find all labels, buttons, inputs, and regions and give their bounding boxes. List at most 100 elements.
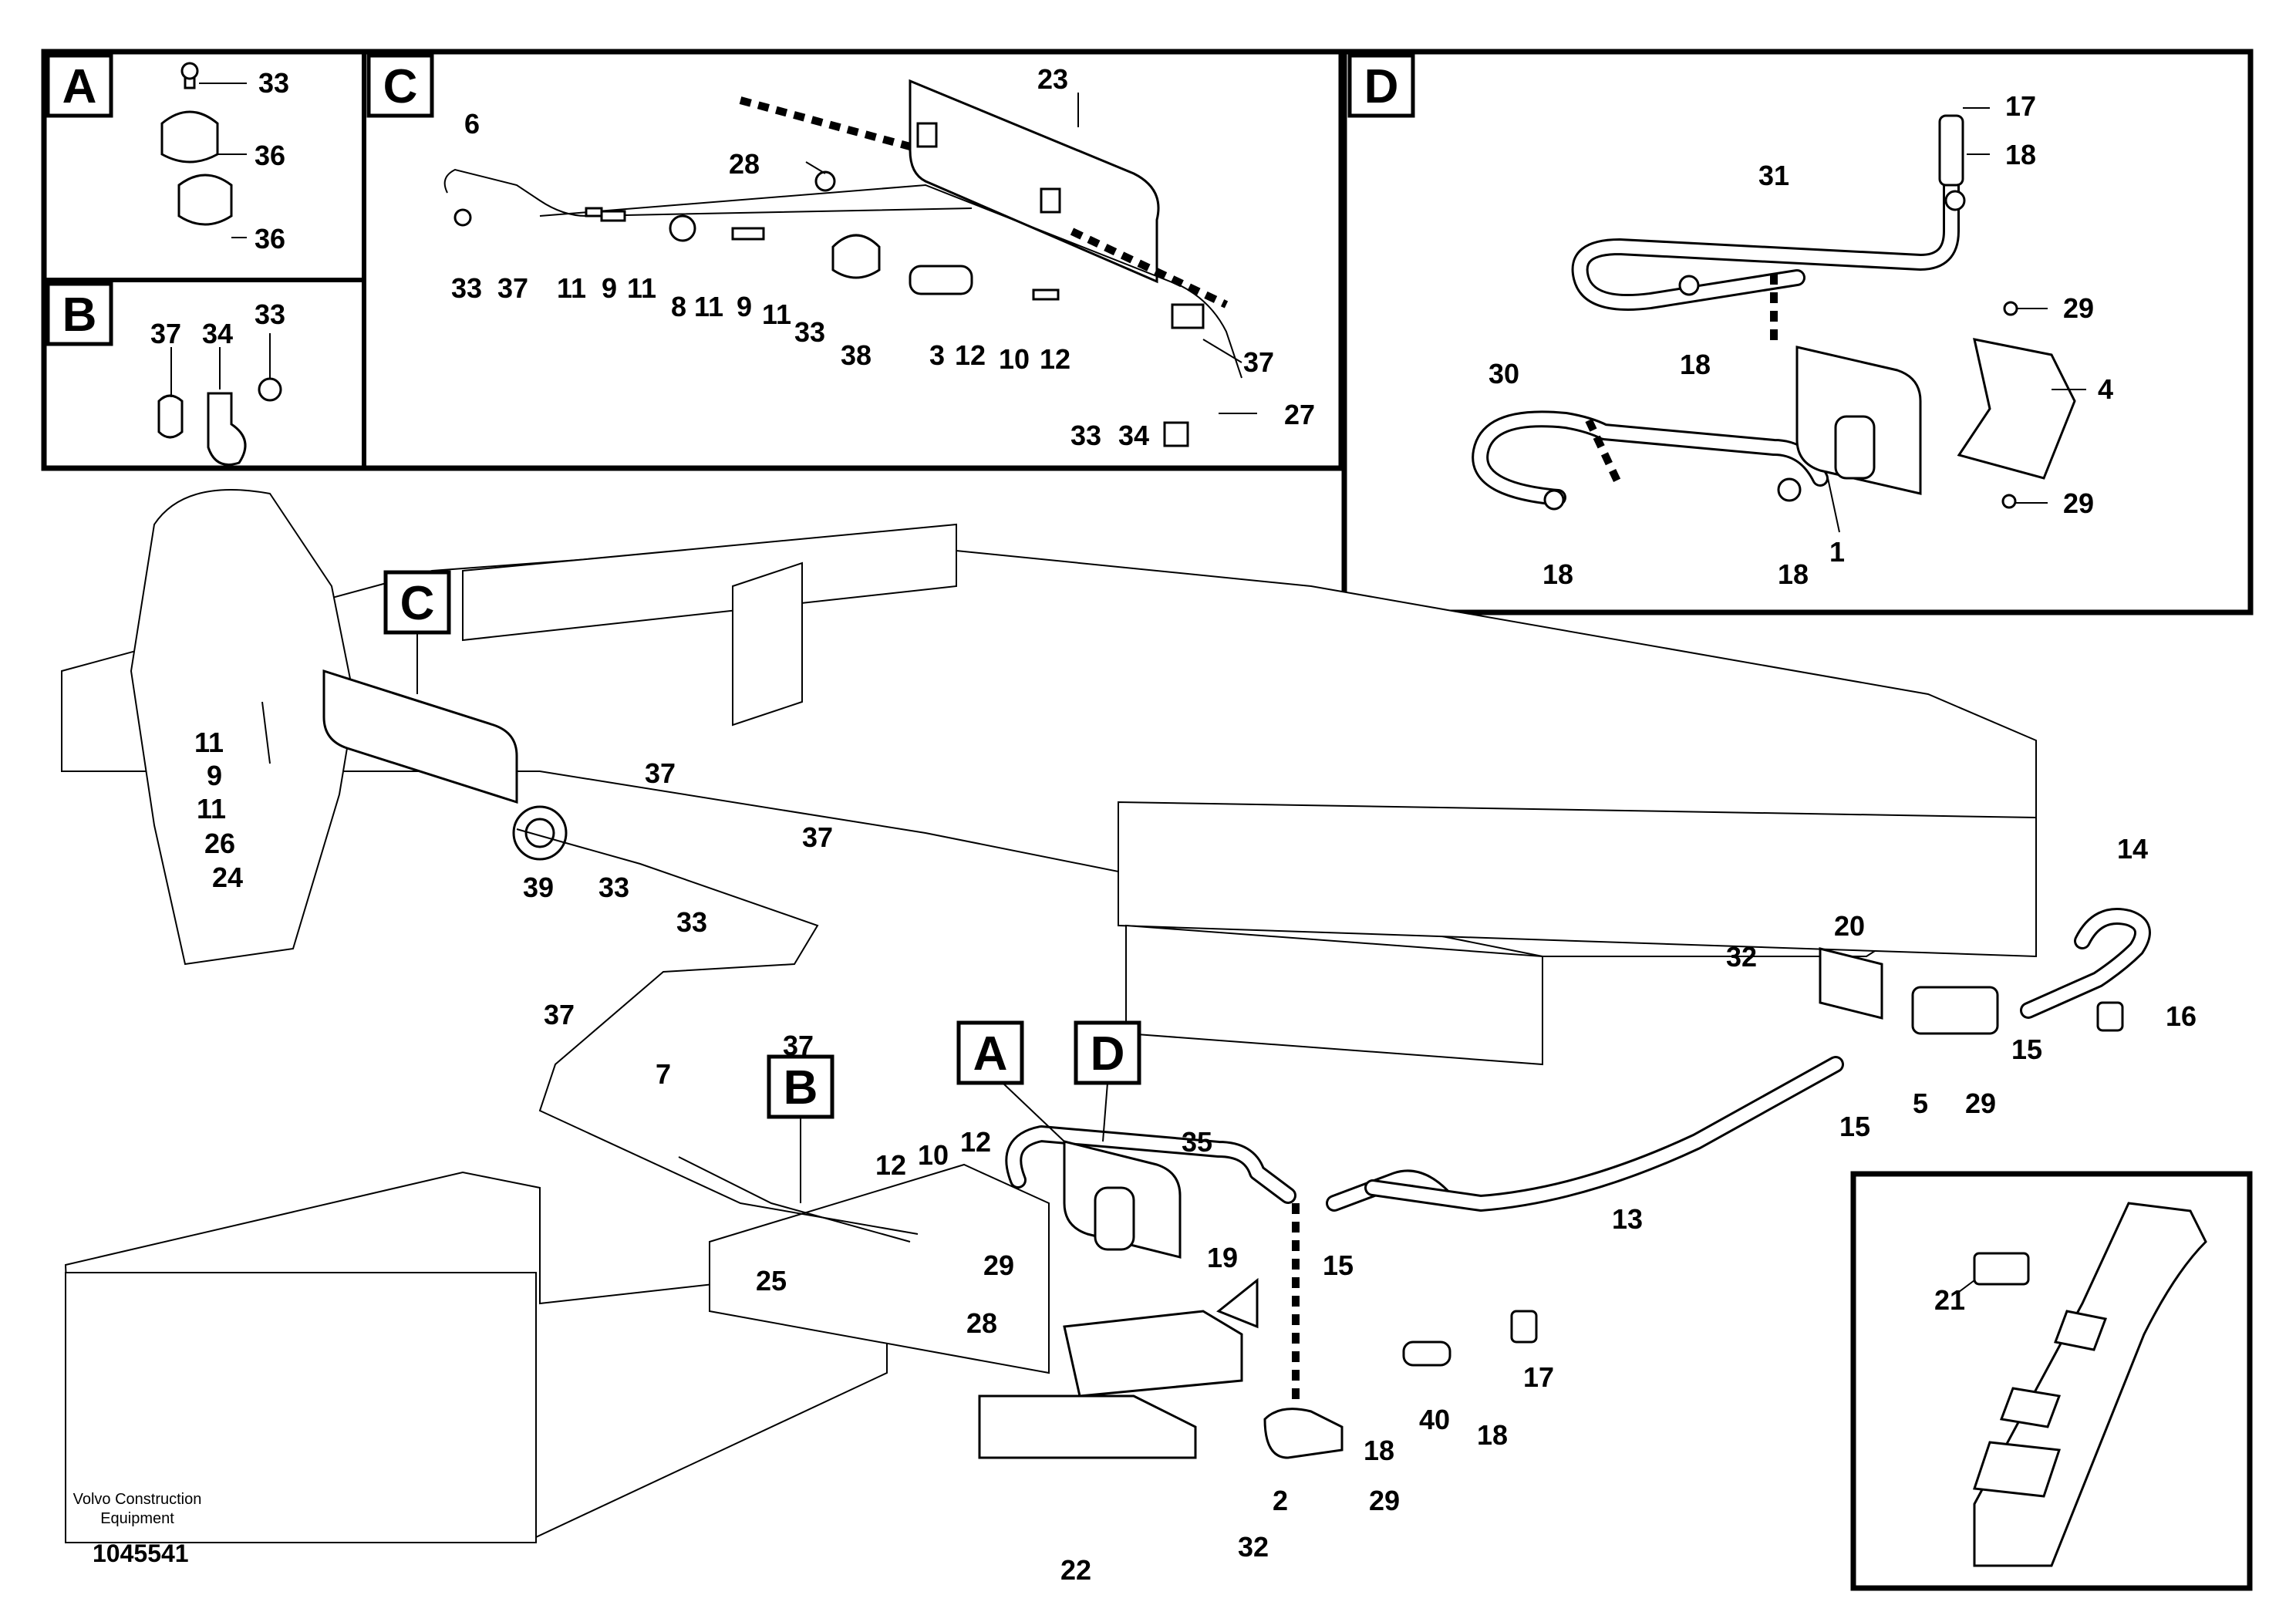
label-d-18d: 18 xyxy=(1778,558,1809,590)
label-main-22: 22 xyxy=(1060,1554,1091,1586)
main-callout-boxes: C A D B xyxy=(383,570,1141,1203)
label-d-18: 18 xyxy=(2005,139,2036,170)
label-main-17: 17 xyxy=(1523,1361,1554,1393)
label-main-37b: 37 xyxy=(802,821,833,853)
label-main-12b: 12 xyxy=(960,1126,991,1158)
label-c-34: 34 xyxy=(1118,420,1149,451)
label-c-38: 38 xyxy=(841,339,872,371)
detail-box-b: B 37 34 33 xyxy=(46,282,285,466)
label-a-33: 33 xyxy=(258,67,289,99)
label-main-32: 32 xyxy=(1726,941,1757,973)
label-b-34: 34 xyxy=(202,318,233,349)
label-main-15b: 15 xyxy=(2011,1034,2042,1065)
label-main-32b: 32 xyxy=(1238,1531,1269,1563)
label-c-9b: 9 xyxy=(737,291,752,322)
label-c-8: 8 xyxy=(671,291,686,322)
label-main-15: 15 xyxy=(1323,1249,1354,1281)
label-c-28: 28 xyxy=(729,148,760,180)
main-assembly xyxy=(261,669,2151,1459)
inset-frame xyxy=(1850,1171,2253,1591)
label-d-30: 30 xyxy=(1489,358,1519,389)
label-main-18: 18 xyxy=(1364,1435,1394,1466)
label-main-16: 16 xyxy=(2166,1000,2197,1032)
label-main-11: 11 xyxy=(194,727,224,758)
label-c-33c: 33 xyxy=(1070,420,1101,451)
label-main-28: 28 xyxy=(966,1307,997,1339)
label-main-29c: 29 xyxy=(1369,1485,1400,1516)
label-main-33b: 33 xyxy=(676,906,707,938)
label-main-37: 37 xyxy=(645,757,676,789)
callout-letter-a: A xyxy=(973,1027,1008,1081)
label-main-35: 35 xyxy=(1182,1126,1212,1158)
box-letter-d: D xyxy=(1364,60,1399,113)
callout-letter-b: B xyxy=(784,1061,818,1114)
label-main-5: 5 xyxy=(1913,1088,1928,1119)
label-c-12b: 12 xyxy=(1040,343,1070,375)
machine-frame xyxy=(61,489,2037,1543)
label-c-11c: 11 xyxy=(694,291,723,322)
label-main-2: 2 xyxy=(1273,1485,1288,1516)
box-letter-a: A xyxy=(62,60,97,113)
label-d-29: 29 xyxy=(2063,292,2094,324)
label-c-37b: 37 xyxy=(1243,346,1274,378)
label-main-40: 40 xyxy=(1419,1404,1450,1435)
label-d-1: 1 xyxy=(1829,536,1845,568)
label-main-21: 21 xyxy=(1934,1284,1965,1316)
detail-frame-top xyxy=(41,49,1344,471)
main-labels: 11 9 11 26 24 39 37 33 37 33 37 37 7 25 … xyxy=(194,727,2197,1586)
label-c-23: 23 xyxy=(1037,63,1068,95)
callout-letter-c: C xyxy=(400,577,435,630)
label-main-29b: 29 xyxy=(1965,1088,1996,1119)
label-c-9: 9 xyxy=(602,272,617,304)
label-c-37: 37 xyxy=(497,272,528,304)
detail-frame-d xyxy=(1341,49,2254,615)
label-main-19: 19 xyxy=(1207,1242,1238,1273)
footer: Volvo Construction Equipment 1045541 xyxy=(73,1491,202,1567)
label-main-29: 29 xyxy=(983,1249,1014,1281)
label-d-29b: 29 xyxy=(2063,487,2094,519)
label-main-24: 24 xyxy=(212,862,243,893)
label-c-10: 10 xyxy=(999,343,1030,375)
label-d-4: 4 xyxy=(2098,373,2113,405)
maker-line-2: Equipment xyxy=(100,1510,174,1527)
label-main-37d: 37 xyxy=(783,1030,814,1061)
label-main-26: 26 xyxy=(204,828,235,859)
label-c-6: 6 xyxy=(464,108,480,140)
label-main-9: 9 xyxy=(207,760,222,791)
inset-console xyxy=(1958,1202,2207,1567)
label-c-12: 12 xyxy=(955,339,986,371)
label-main-7: 7 xyxy=(656,1058,671,1090)
label-main-13: 13 xyxy=(1612,1203,1643,1235)
label-c-33: 33 xyxy=(451,272,482,304)
label-d-17: 17 xyxy=(2005,90,2036,122)
box-letter-b: B xyxy=(62,288,97,342)
label-main-10: 10 xyxy=(918,1139,949,1171)
detail-box-a: A 33 36 36 xyxy=(46,53,289,255)
label-main-20: 20 xyxy=(1834,910,1865,942)
label-d-31: 31 xyxy=(1758,160,1789,191)
label-main-25: 25 xyxy=(756,1265,787,1297)
detail-box-d: D 17 18 31 18 29 30 4 29 18 18 1 xyxy=(1347,53,2113,590)
label-main-39: 39 xyxy=(523,872,554,903)
label-c-11b: 11 xyxy=(627,272,656,304)
label-main-18b: 18 xyxy=(1477,1419,1508,1451)
label-main-12: 12 xyxy=(875,1149,906,1181)
label-c-11: 11 xyxy=(557,272,586,304)
label-a-36: 36 xyxy=(255,140,285,171)
maker-line-1: Volvo Construction xyxy=(73,1491,202,1508)
drawing-number: 1045541 xyxy=(93,1539,189,1567)
label-d-18c: 18 xyxy=(1542,558,1573,590)
label-c-33b: 33 xyxy=(794,316,825,348)
label-b-33: 33 xyxy=(255,298,285,330)
label-main-37c: 37 xyxy=(544,999,575,1030)
detail-box-c: C 23 6 28 33 37 11 9 11 8 11 9 11 33 xyxy=(366,53,1315,451)
callout-letter-d: D xyxy=(1091,1027,1125,1081)
box-letter-c: C xyxy=(383,60,418,113)
detail-frames xyxy=(41,49,2254,1591)
label-b-37: 37 xyxy=(150,318,181,349)
label-a-36b: 36 xyxy=(255,223,285,255)
label-c-11d: 11 xyxy=(762,298,791,330)
label-main-11b: 11 xyxy=(197,793,226,824)
label-main-15c: 15 xyxy=(1839,1111,1870,1142)
